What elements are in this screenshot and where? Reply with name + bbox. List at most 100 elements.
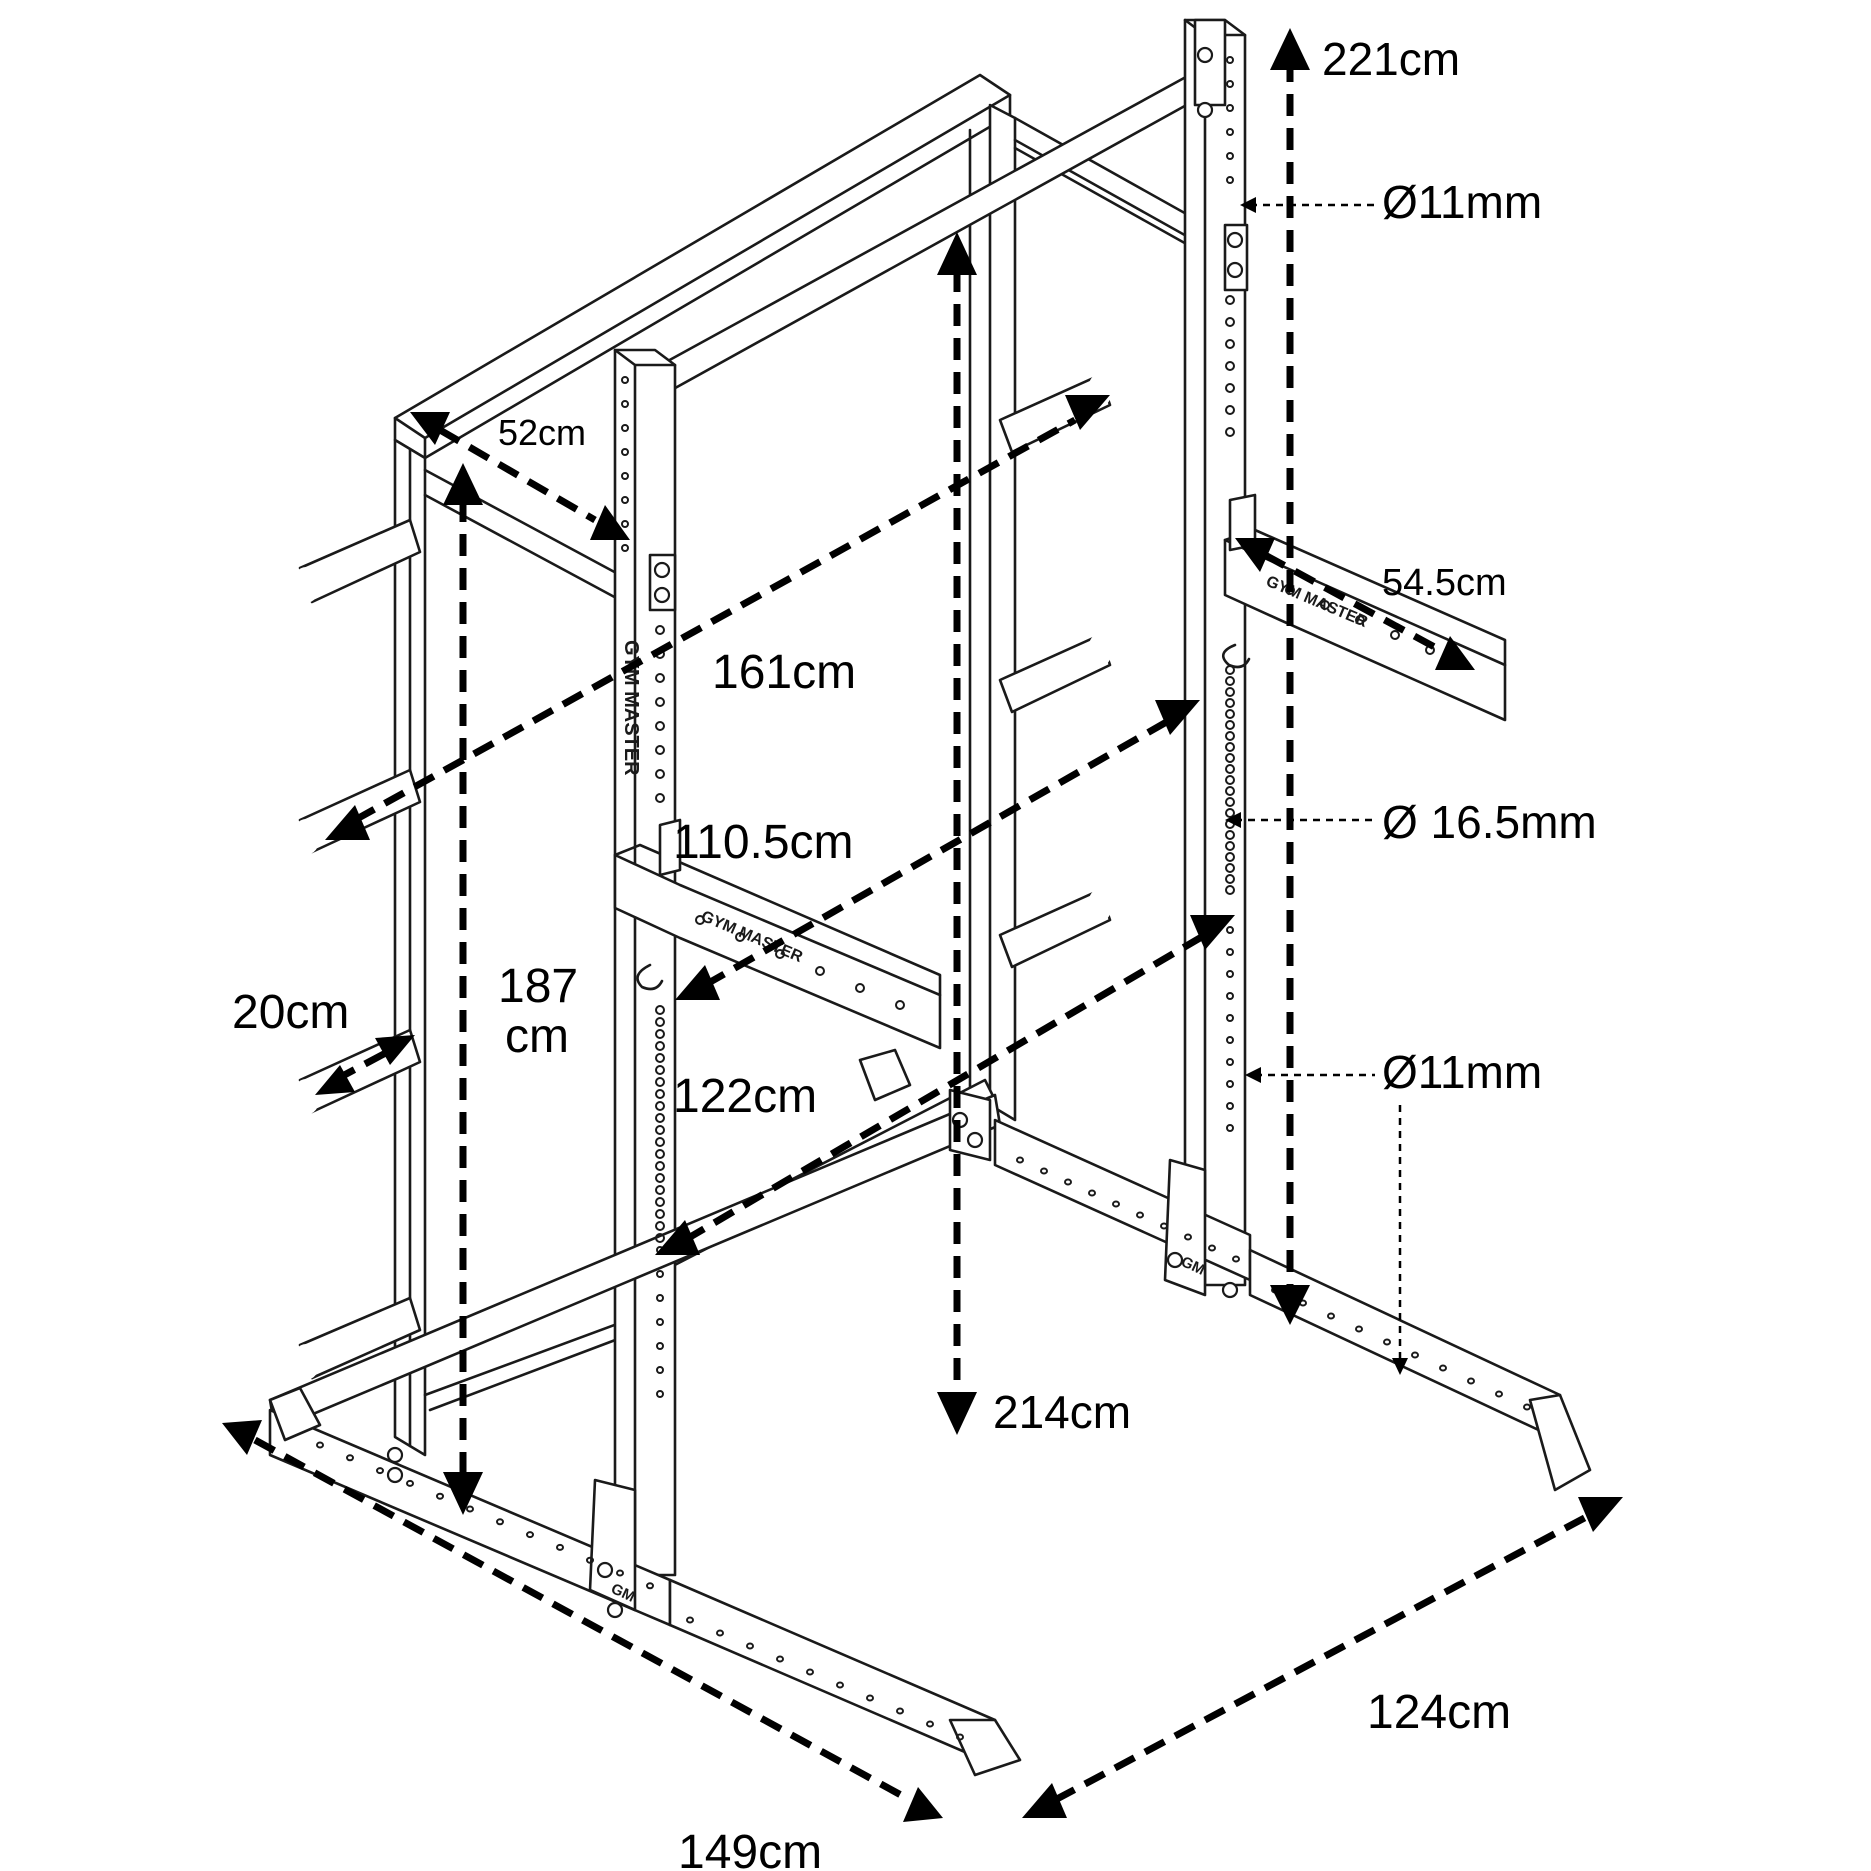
upright-hole [1439,1364,1447,1372]
upright-hole [1136,1211,1144,1219]
upright-hole [655,673,665,683]
upright-hole [956,1733,964,1741]
upright-hole [656,1318,664,1326]
bolt-plate-right-cap [1193,18,1227,107]
upright-hole [926,1720,934,1728]
dimension-labels: 221cm 214cm 52cm 161cm 110.5cm 187 cm 12… [232,33,1597,1871]
label-inner-width-low: 122cm [673,1070,817,1123]
upright-hole [1208,1244,1216,1252]
dim-inner-width-mid [703,716,1172,989]
upright-hole [1383,1338,1391,1346]
upright-hole [655,1149,665,1159]
label-inner-height: 214cm [993,1386,1131,1438]
upright-hole [655,1233,665,1243]
upright-hole [1523,1403,1531,1411]
rack-frame [268,18,1592,1777]
upright-hole [1232,1255,1240,1263]
upright-hole [1225,852,1235,862]
upright-hole [1226,992,1234,1000]
upright-hole [1225,361,1235,371]
label-inner-width-mid: 110.5cm [673,816,854,869]
upright-hole [1411,1351,1419,1359]
upright-hole [686,1616,694,1624]
upright-hole [1226,1036,1234,1044]
upright-hole [316,1441,324,1449]
upright-hole [621,472,629,480]
upright-hole [1225,709,1235,719]
upright-hole [655,1137,665,1147]
upright-hole [556,1543,564,1551]
upright-hole [655,1197,665,1207]
foot-rear-left [268,1386,322,1442]
upright-hole [621,520,629,528]
upright-hole [656,1342,664,1350]
dim-base-length [253,1436,912,1804]
upright-hole [836,1681,844,1689]
upright-hole [1016,1156,1024,1164]
upright-hole [1225,295,1235,305]
upright-hole [655,697,665,707]
upright-hole [655,1041,665,1051]
upright-hole [655,1029,665,1039]
upright-hole [406,1479,414,1487]
top-crossbeam-left [393,73,1012,440]
upright-hole [1225,731,1235,741]
upright-hole [656,1270,664,1278]
upright-hole [346,1454,354,1462]
upright-hole [896,1707,904,1715]
upright-hole [1225,317,1235,327]
upright-hole [1226,152,1234,160]
upright-hole [1225,676,1235,686]
upright-hole [1226,104,1234,112]
upright-hole [1225,753,1235,763]
label-depth-top: 52cm [498,412,586,453]
upright-hole [496,1518,504,1526]
upright-hole [466,1505,474,1513]
label-low-holes: Ø11mm [1382,1046,1542,1098]
upright-hole [656,1294,664,1302]
upright-hole [1226,56,1234,64]
upright-holes [316,56,1531,1741]
upright-hole [1225,720,1235,730]
upright-hole [646,1582,654,1590]
upright-hole [655,721,665,731]
upright-hole [1160,1222,1168,1230]
upright-hole [1040,1167,1048,1175]
upright-hole [655,745,665,755]
upright-hole [1225,863,1235,873]
label-base-width: 124cm [1367,1686,1511,1739]
upright-hole [1225,687,1235,697]
upright-hole [1225,405,1235,415]
upright-hole [1112,1200,1120,1208]
upright-hole [866,1694,874,1702]
upright-hole [1226,926,1234,934]
upright-hole [621,448,629,456]
upright-hole [621,400,629,408]
upright-hole [1226,176,1234,184]
upright-hole [1390,630,1400,640]
upright-hole [1226,948,1234,956]
upright-hole [1226,970,1234,978]
upright-hole [436,1492,444,1500]
upright-hole [1226,1124,1234,1132]
front-right-upright [1183,18,1247,1287]
upright-hole [655,1005,665,1015]
upright-hole [1225,775,1235,785]
upright-hole [1320,600,1330,610]
upright-hole [655,1089,665,1099]
rear-right-upright [988,103,1017,1122]
upright-hole [655,793,665,803]
label-spotter-arm: 54.5cm [1382,562,1507,604]
label-upright-height-a: 187 [498,960,578,1013]
foot-front-right [1528,1393,1592,1492]
upright-hole [655,1113,665,1123]
upright-hole [1226,128,1234,136]
upright-hole [1225,698,1235,708]
upright-hole [655,1053,665,1063]
upright-hole [1226,1102,1234,1110]
upright-hole [655,769,665,779]
upright-hole [1225,742,1235,752]
upright-hole [655,1209,665,1219]
upright-hole [1495,1390,1503,1398]
